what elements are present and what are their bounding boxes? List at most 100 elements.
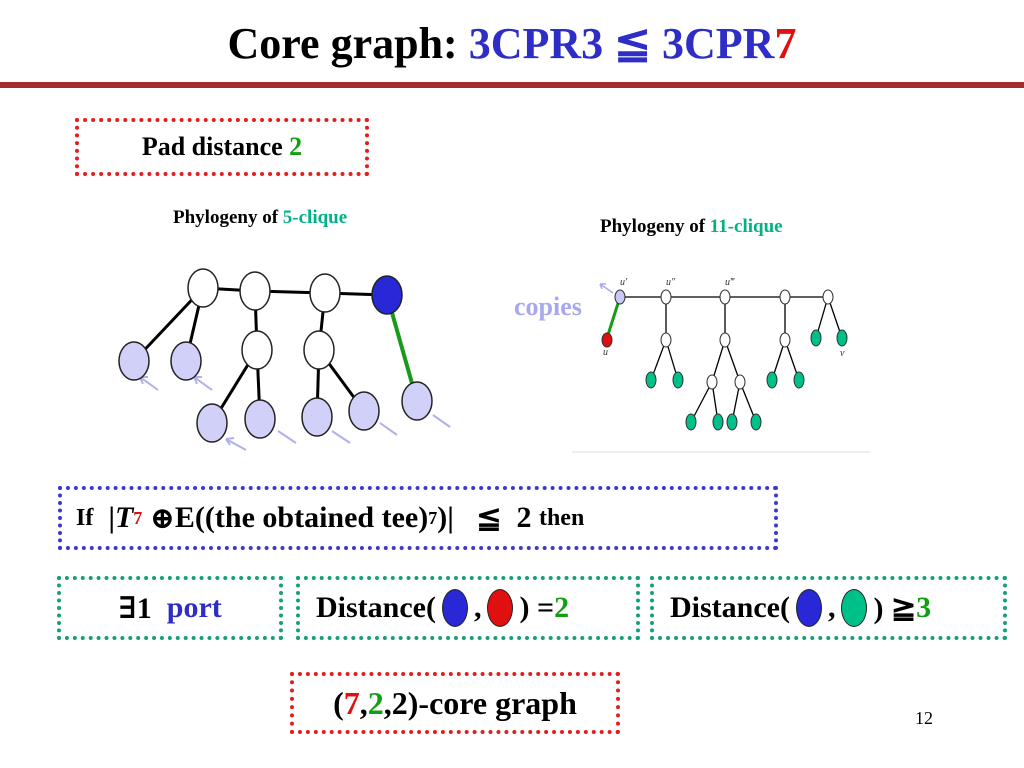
condition-relation: ≦ — [476, 501, 502, 535]
caption-5-clique: Phylogeny of 5-clique — [173, 207, 347, 229]
caption-5-prefix: Phylogeny of — [173, 207, 283, 228]
tree5-internal-node — [241, 330, 273, 370]
tree5-leaf-node — [244, 399, 276, 439]
distance-eq-value: 2 — [554, 591, 570, 624]
tree11-internal-node — [660, 289, 672, 305]
condition-xor-operator: ⊕ — [149, 501, 175, 535]
condition-E-superscript: 7 — [428, 507, 438, 528]
tree11-edge — [711, 339, 726, 383]
tree5-internal-node — [187, 268, 219, 308]
tree5-leaf-node — [170, 341, 202, 381]
port-exists: ∃1 — [118, 591, 152, 625]
copy-arrow-icon — [193, 376, 213, 391]
core-rest: ,2)-core graph — [383, 684, 577, 721]
condition-T-superscript: 7 — [133, 507, 143, 528]
tree11-leaf-node — [726, 413, 738, 431]
condition-then: then — [538, 504, 585, 531]
tree11-leaf-node — [810, 329, 822, 347]
tree11-internal-node — [822, 289, 834, 305]
core-n1: 7 — [343, 684, 360, 721]
port-label: port — [166, 591, 222, 624]
page-number: 12 — [915, 708, 933, 728]
label-u-prime: u′ — [620, 277, 628, 288]
tree11-internal-node — [719, 332, 731, 348]
distance-ge-comma: , — [827, 591, 836, 624]
port-box: ∃1 port — [57, 576, 283, 640]
condition-edge-set: E((the obtained tee) — [174, 501, 429, 534]
tree11-internal-node — [779, 332, 791, 348]
title-relation: ≦ — [603, 19, 663, 68]
copy-arrow-icon — [225, 437, 247, 451]
tree11-internal-node — [734, 374, 746, 390]
tree5-internal-node — [303, 330, 335, 370]
tree5-leaf-node — [348, 391, 380, 431]
tree11-port-node — [614, 289, 626, 305]
title-expr-right-num: 7 — [774, 19, 797, 68]
condition-close: )| — [437, 501, 454, 534]
distance-geq-box: Distance(,) ≧ 3 — [650, 576, 1007, 640]
slide-title: Core graph: 3CPR3 ≦ 3CPR7 — [0, 18, 1024, 69]
tree11-internal-node — [779, 289, 791, 305]
caption-11-highlight: 11-clique — [709, 216, 783, 237]
phylogeny-5-clique-tree — [118, 268, 451, 451]
core-open: ( — [333, 684, 344, 721]
tree11-edge — [724, 339, 741, 383]
title-expr-right-base: 3CPR — [662, 19, 775, 68]
caption-5-highlight: 5-clique — [282, 207, 348, 228]
tree11-leaf-node — [645, 371, 657, 389]
copy-arrow-icon — [331, 430, 351, 444]
phylogeny-11-clique-tree: u′ u″ u‴ u v — [572, 277, 870, 453]
tree11-internal-node — [719, 289, 731, 305]
tree5-port-node — [371, 275, 403, 315]
tree11-edge — [690, 381, 713, 423]
copy-arrow-icon — [277, 430, 297, 444]
blue-node-icon — [795, 589, 822, 627]
title-expr-left: 3CPR3 — [468, 19, 604, 68]
core-c1: , — [359, 684, 368, 721]
tree5-leaf-node — [196, 403, 228, 443]
core-n2: 2 — [367, 684, 384, 721]
title-prefix: Core graph: — [227, 19, 469, 68]
pad-distance-value: 2 — [289, 132, 303, 161]
tree11-leaf-node — [766, 371, 778, 389]
teal-node-icon — [841, 589, 868, 627]
distance-ge-value: 3 — [916, 591, 932, 624]
condition-bar-open: | — [108, 501, 115, 534]
caption-11-clique: Phylogeny of 11-clique — [600, 216, 783, 238]
tree11-leaf-node — [836, 329, 848, 347]
label-v: v — [840, 348, 845, 359]
tree5-leaf-node — [118, 341, 150, 381]
label-u: u — [603, 347, 608, 358]
caption-11-prefix: Phylogeny of — [600, 216, 710, 237]
tree5-leaf-node — [401, 381, 433, 421]
condition-value: 2 — [516, 501, 532, 534]
copy-arrow-icon — [139, 376, 159, 391]
tree11-internal-node — [660, 332, 672, 348]
condition-T: T — [114, 501, 134, 534]
distance-eq-comma: , — [473, 591, 482, 624]
copy-arrow-icon — [432, 414, 451, 428]
condition-if: If — [76, 504, 94, 531]
blue-node-icon — [441, 589, 468, 627]
distance-equals-box: Distance(, ) = 2 — [296, 576, 640, 640]
pad-distance-box: Pad distance 2 — [75, 118, 369, 176]
title-divider — [0, 82, 1024, 88]
distance-ge-label: Distance( — [670, 591, 790, 624]
red-node-icon — [487, 589, 514, 627]
tree11-red-leaf — [601, 332, 613, 348]
tree11-leaf-node — [793, 371, 805, 389]
copies-label: copies — [514, 292, 582, 321]
tree11-internal-node — [706, 374, 718, 390]
distance-eq-close: ) = — [519, 591, 555, 624]
pad-distance-label: Pad distance — [141, 132, 283, 161]
copy-arrow-icon — [379, 422, 398, 436]
tree5-internal-node — [309, 273, 341, 313]
tree11-leaf-node — [672, 371, 684, 389]
copy-arrow-icon — [599, 283, 614, 294]
tree11-leaf-node — [685, 413, 697, 431]
label-u-triple-prime: u‴ — [725, 277, 735, 288]
tree5-leaf-node — [301, 397, 333, 437]
tree11-leaf-node — [712, 413, 724, 431]
distance-eq-label: Distance( — [316, 591, 436, 624]
